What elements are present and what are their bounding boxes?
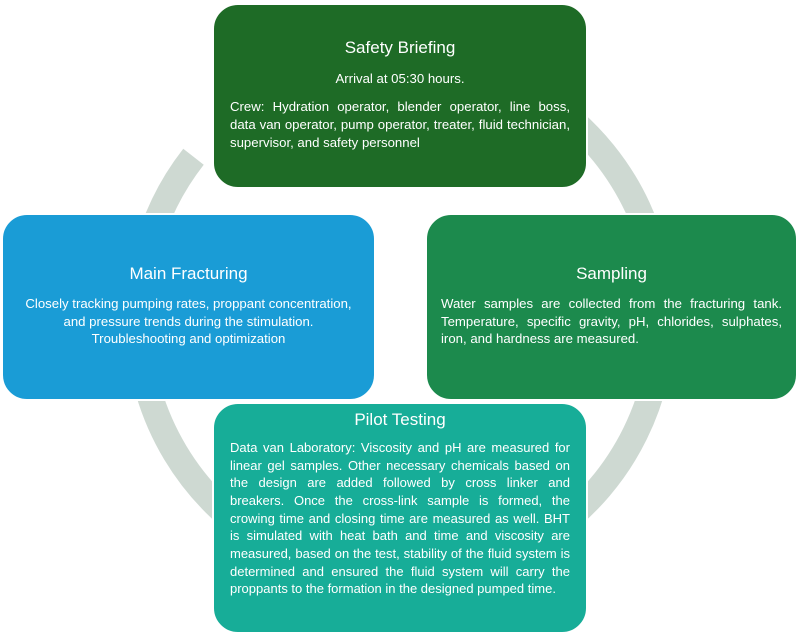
main-fracturing-title: Main Fracturing: [129, 263, 248, 283]
main-fracturing-box: Main Fracturing Closely tracking pumping…: [1, 213, 376, 401]
sampling-title: Sampling: [576, 263, 647, 283]
safety-briefing-arrival: Arrival at 05:30 hours.: [335, 71, 465, 87]
pilot-testing-title: Pilot Testing: [354, 410, 446, 429]
pilot-testing-box: Pilot Testing Data van Laboratory: Visco…: [212, 402, 588, 634]
sampling-description: Water samples are collected from the fra…: [441, 295, 782, 347]
sampling-box: Sampling Water samples are collected fro…: [425, 213, 798, 401]
safety-briefing-title: Safety Briefing: [344, 38, 456, 58]
safety-briefing-crew: Crew: Hydration operator, blender operat…: [230, 99, 570, 150]
pilot-testing-description: Data van Laboratory: Viscosity and pH ar…: [230, 440, 570, 597]
main-fracturing-description: Closely tracking pumping rates, proppant…: [25, 295, 352, 347]
safety-briefing-box: Safety Briefing Arrival at 05:30 hours. …: [212, 3, 588, 189]
